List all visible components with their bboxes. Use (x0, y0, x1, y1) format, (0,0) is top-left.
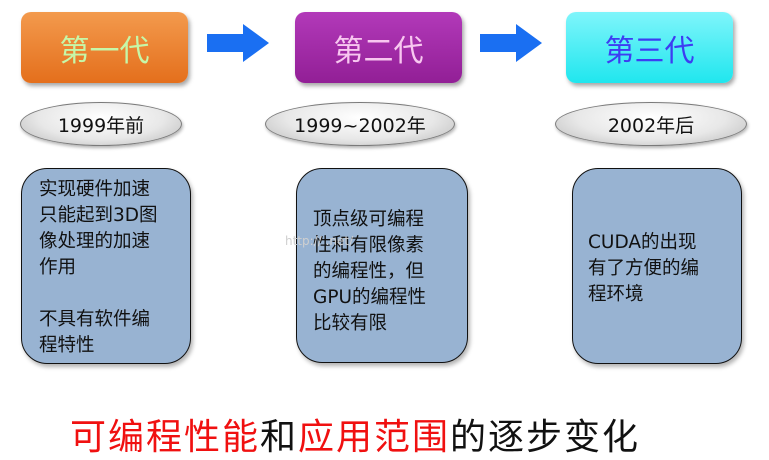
description-line: 有了方便的编 (588, 258, 700, 279)
era-1-label: 1999年前 (57, 114, 145, 137)
generation-2-label: 第二代 (333, 33, 424, 69)
generation-1-label: 第一代 (59, 33, 150, 69)
arrow-right-icon (480, 24, 542, 62)
description-line: GPU的编程性 (313, 287, 427, 308)
era-3-ellipse: 2002年后 (555, 102, 747, 146)
watermark: http:// .net/ (285, 234, 354, 248)
generation-1-box: 第一代 (21, 12, 188, 83)
description-line: 作用 (39, 257, 77, 278)
arrow-right-icon (207, 24, 269, 62)
description-line: 顶点级可编程 (313, 209, 425, 230)
description-line: 不具有软件编 (39, 309, 151, 330)
description-line: 的编程性，但 (313, 261, 425, 282)
generation-3-label: 第三代 (604, 33, 695, 69)
description-line: 实现硬件加速 (39, 179, 151, 200)
era-2-label: 1999~2002年 (294, 114, 426, 137)
description-line: 程特性 (39, 335, 95, 356)
generation-3-box: 第三代 (566, 12, 733, 83)
generation-2-box: 第二代 (295, 12, 462, 83)
generation-3-description: CUDA的出现 有了方便的编 程环境 (572, 168, 742, 364)
description-line: 程环境 (588, 284, 644, 305)
footer-highlight-programmability: 可编程性能 (70, 417, 261, 458)
footer-highlight-application-scope: 应用范围 (298, 417, 451, 458)
generation-1-description: 实现硬件加速 只能起到3D图 像处理的加速 作用 不具有软件编 程特性 (21, 168, 191, 364)
footer-caption: 可编程性能和应用范围的逐步变化 (70, 408, 640, 460)
era-2-ellipse: 1999~2002年 (265, 102, 455, 146)
description-line: 只能起到3D图 (39, 205, 158, 226)
description-line: CUDA的出现 (588, 232, 697, 253)
description-line: 比较有限 (313, 313, 388, 334)
footer-text-and: 和 (260, 417, 299, 458)
generation-2-description: 顶点级可编程 性和有限像素 的编程性，但 GPU的编程性 比较有限 (296, 168, 468, 363)
description-line: 性和有限像素 (313, 235, 425, 256)
era-1-ellipse: 1999年前 (20, 102, 182, 146)
footer-text-gradual-change: 的逐步变化 (450, 417, 641, 458)
era-3-label: 2002年后 (607, 114, 695, 137)
description-line: 像处理的加速 (39, 231, 151, 252)
